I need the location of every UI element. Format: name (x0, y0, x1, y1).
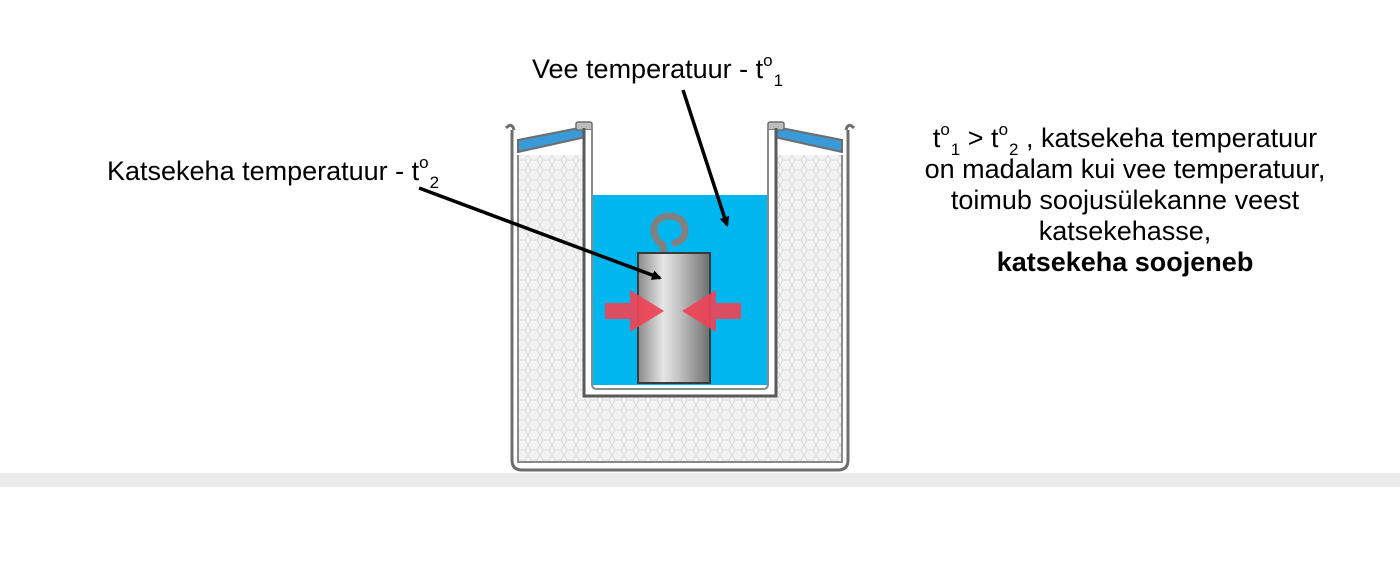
explanation-line-2: on madalam kui vee temperatuur, (924, 154, 1326, 184)
explanation-conclusion: katsekeha soojeneb (996, 247, 1254, 277)
heat-arrow-right (682, 290, 741, 332)
heat-arrows (605, 290, 741, 332)
lid-left (517, 121, 593, 154)
explanation-line-3: toimub soojusülekanne veest (950, 185, 1300, 215)
lid-right (767, 121, 843, 154)
explanation-line-4: katsekehasse, (1038, 216, 1212, 246)
heat-arrow-left (605, 290, 664, 332)
pointer-test-body (418, 186, 662, 280)
floor-strip (0, 473, 1400, 487)
pointer-water (681, 89, 730, 227)
water-temperature-label: Vee temperatuur - to1 (532, 51, 784, 90)
explanation-text: to1 > to2 , katsekeha temperatuur on mad… (880, 120, 1370, 278)
body-temperature-label: Katsekeha temperatuur - to2 (107, 153, 440, 192)
temperature-relation: to1 > to2 , katsekeha temperatuur (932, 120, 1318, 159)
